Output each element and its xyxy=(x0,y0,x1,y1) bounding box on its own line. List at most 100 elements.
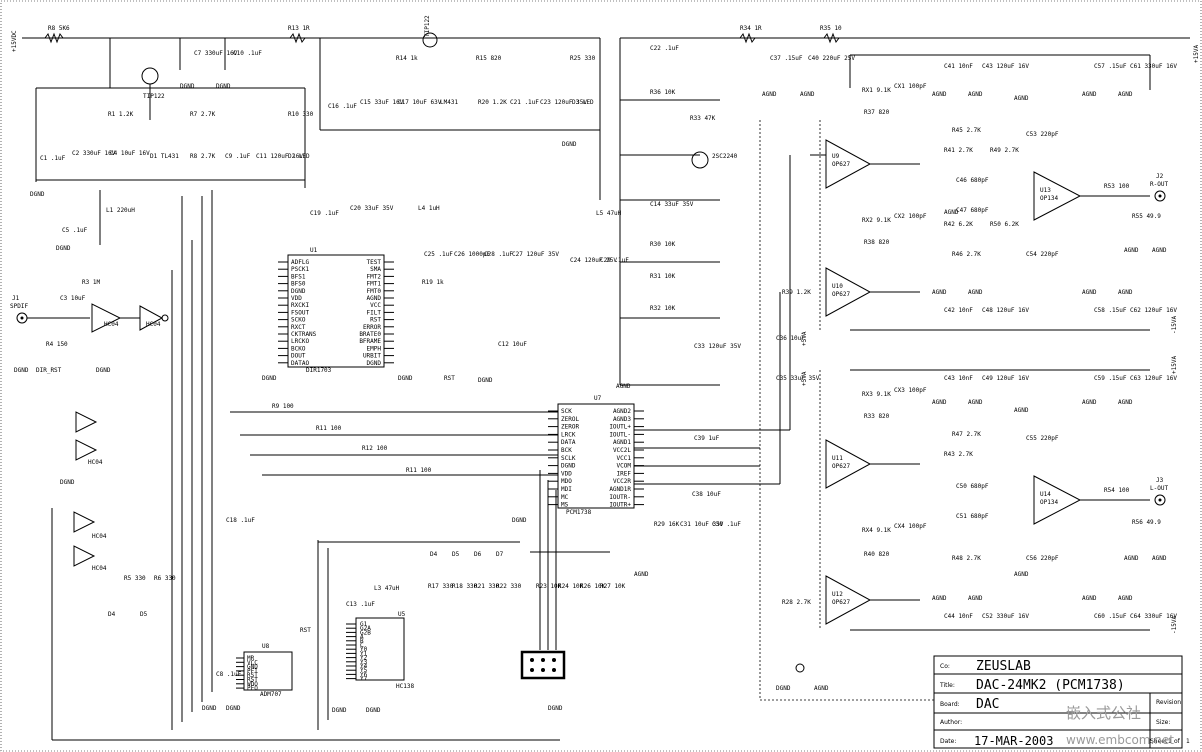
u7-left-pin-label: DATA xyxy=(561,439,576,446)
u1-right-pin-label: FMT2 xyxy=(367,273,382,280)
u7-left-pin-label: DGND xyxy=(561,463,576,470)
u5-pins-pin-label: B xyxy=(360,638,364,645)
label-r34: R34 1R xyxy=(740,25,762,32)
gnd-dgnd-10: DGND xyxy=(56,245,71,252)
u7-left-pin-label: SCLK xyxy=(561,455,576,462)
tb-revision-label: Revision: xyxy=(1156,699,1183,706)
u1-left-pin-label: BFS1 xyxy=(291,273,306,280)
label-l4: L4 1uH xyxy=(418,205,440,212)
label-c51: C51 680pF xyxy=(956,513,989,520)
label-r7: R7 2.7K xyxy=(190,111,216,118)
label-r33b: R33 820 xyxy=(864,413,890,420)
label-r9: R9 100 xyxy=(272,403,294,410)
opamp-u14 xyxy=(1033,475,1082,525)
label-c16: C16 .1uF xyxy=(328,103,357,110)
label-r23: R23 10K xyxy=(536,583,562,590)
tb-sheet-num: 1 xyxy=(1168,738,1172,745)
watermark-line1: 嵌入式公社 xyxy=(1066,704,1141,722)
label-r32: R32 10K xyxy=(650,305,676,312)
gnd-agnd-4: AGND xyxy=(800,91,815,98)
gnd-agnd-20: AGND xyxy=(1118,399,1133,406)
label-r35: R35 10 xyxy=(820,25,842,32)
u7-left-pin-label: ZEROL xyxy=(561,416,579,423)
jumper-header xyxy=(520,650,566,680)
u1-left-pin-label: CKTRANS xyxy=(291,331,317,338)
u1-left-pin-label: VDD xyxy=(291,295,302,302)
label-c1: C1 .1uF xyxy=(40,155,66,162)
u1-right-pin-label: RST xyxy=(370,317,381,324)
gnd-agnd-9: AGND xyxy=(1014,95,1029,102)
label-r27: R27 10K xyxy=(600,583,626,590)
u1-left-pin-label: DGND xyxy=(291,288,306,295)
gnd-dir-rst: DIR_RST xyxy=(36,367,62,374)
u7-right-pin-label: IREF xyxy=(617,470,632,477)
label-c24: C24 120uF 25V xyxy=(570,257,617,264)
u1-left-pin-label: SCKO xyxy=(291,317,306,324)
gnd-dgnd-2: DGND xyxy=(216,83,231,90)
ic-u7 xyxy=(557,403,635,509)
gnd-dgnd-8: DGND xyxy=(14,367,29,374)
u1-right-pin-label: EMPH xyxy=(367,345,382,352)
label-c25: C25 .1uF xyxy=(424,251,453,258)
u7-left-pin-label: MS xyxy=(561,502,569,509)
u8-pins-pin-label: PFI xyxy=(247,668,258,675)
opamp-u11 xyxy=(825,439,872,489)
u9-name: OP627 xyxy=(832,161,850,168)
label-led-d6: D6 xyxy=(474,551,482,558)
u5-pins-pin-label: Y5 xyxy=(360,667,368,674)
label-r22: R22 330 xyxy=(496,583,522,590)
u3d-name: HC04 xyxy=(92,533,107,540)
gnd-agnd-15: AGND xyxy=(1082,289,1097,296)
label-c38: C38 10uF xyxy=(692,491,721,498)
ic-u1 xyxy=(287,254,385,368)
u7-right-pin-label: VCC2R xyxy=(613,478,631,485)
gnd-dgnd-14: DGND xyxy=(366,707,381,714)
label-c7: C7 330uF 16V xyxy=(194,50,238,57)
u1-right-pin-label: TEST xyxy=(367,259,382,266)
u10-ref: U10 xyxy=(832,283,843,290)
u8-pins-pin-label: RST xyxy=(247,672,258,679)
label-rx3: RX3 9.1K xyxy=(862,391,891,398)
label-c29: C29 .1uF xyxy=(600,257,629,264)
label-c61: C61 330uF 16V xyxy=(1130,63,1177,70)
gnd-dgnd-4: DGND xyxy=(562,141,577,148)
label-r47: R47 2.7K xyxy=(952,431,981,438)
gnd-rst-2: RST xyxy=(300,627,311,634)
label-r42: R42 6.2K xyxy=(944,221,973,228)
j1-name: SPDIF xyxy=(10,303,28,310)
label-c35: C35 33uF 35V xyxy=(776,375,820,382)
u7-right-pin-label: IOUTL- xyxy=(609,431,631,438)
tb-date: 17-MAR-2003 xyxy=(974,734,1053,748)
label-c58: C58 .15uF xyxy=(1094,307,1127,314)
label-r11b: R11 100 xyxy=(406,467,432,474)
label-cx2: CX2 100pF xyxy=(894,213,927,220)
label-l5: L5 47uH xyxy=(596,210,622,217)
u5-pins-pin-label: G1 xyxy=(360,621,368,628)
transistor-q3 xyxy=(691,151,709,169)
gnd-agnd-17: AGND xyxy=(932,399,947,406)
u5-pins-pin-label: G2B xyxy=(360,629,371,636)
label-c4: C4 10uF 16V xyxy=(110,150,150,157)
u5-pins-pin-label: Y6 xyxy=(360,671,368,678)
label-r46: R46 2.7K xyxy=(952,251,981,258)
opamp-u12 xyxy=(825,575,872,625)
label-r3: R3 1M xyxy=(82,279,100,286)
u1-right-pin-label: FILT xyxy=(367,309,382,316)
gnd-dgnd-5: DGND xyxy=(398,375,413,382)
gnd-agnd-3: AGND xyxy=(762,91,777,98)
label-r28: R28 2.7K xyxy=(782,599,811,606)
u7-left-pin-label: LRCK xyxy=(561,431,576,438)
u5-pins-pin-label: Y4 xyxy=(360,663,368,670)
label-led-d7: D7 xyxy=(496,551,504,558)
u8-name: ADM707 xyxy=(260,691,282,698)
u1-name: DIR1703 xyxy=(306,367,332,374)
label-r15: R15 820 xyxy=(476,55,502,62)
gnd-rst: RST xyxy=(444,375,455,382)
gnd-dgnd-18: DGND xyxy=(776,685,791,692)
label-r4: R4 150 xyxy=(46,341,68,348)
u7-left-pin-label: MC xyxy=(561,494,569,501)
tb-size-label: Size: xyxy=(1156,719,1170,726)
label-c9: C9 .1uF xyxy=(225,153,251,160)
u1-left-pins: ADFLGPSCK1BFS1BFS0DGNDVDDRXCKIFSOUTSCKOR… xyxy=(278,259,317,367)
